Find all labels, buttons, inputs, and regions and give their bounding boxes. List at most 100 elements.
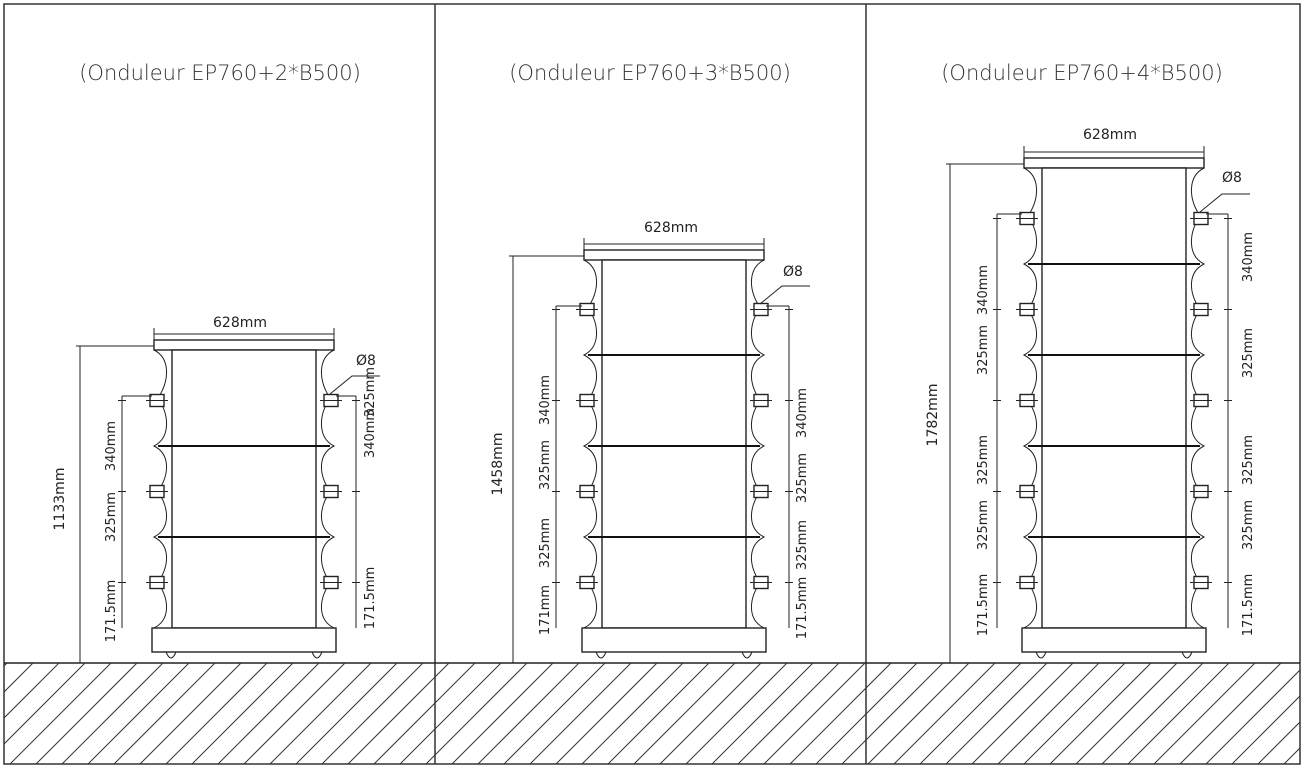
hatch-line (685, 663, 788, 764)
hatch-line (1127, 663, 1230, 764)
height-dimension-label: 1782mm (925, 384, 941, 447)
hatch-line (971, 663, 1074, 764)
width-dimension-label: 628mm (213, 315, 267, 331)
right-dimension-label: 340mm (795, 388, 810, 438)
stack-base (151, 627, 337, 653)
left-dimension-label: 325mm (104, 492, 119, 542)
panel-title: (Onduleur EP760+3*B500) (509, 61, 791, 85)
hatch-line (1231, 695, 1300, 764)
left-dimension-label: 325mm (976, 500, 991, 550)
right-dimension-label: 340mm (363, 408, 378, 458)
left-dimension-label: 325mm (976, 435, 991, 485)
right-dimension-label: 325mm (795, 520, 810, 570)
hatch-line (659, 663, 762, 764)
hatch-line (399, 663, 502, 764)
hatch-line (1153, 663, 1256, 764)
left-dimension-label: 340mm (538, 375, 553, 425)
hatch-line (4, 663, 86, 745)
hatch-line (477, 663, 580, 764)
hatch-line (555, 663, 658, 764)
height-dimension-label: 1133mm (52, 468, 68, 531)
ground-hatching (4, 663, 1300, 764)
hatch-line (737, 663, 840, 764)
hatch-line (789, 663, 892, 764)
left-dimension-label: 340mm (104, 421, 119, 471)
width-dimension-label: 628mm (1083, 127, 1137, 143)
right-dimension-label: 171.5mm (363, 567, 378, 630)
stack-body (601, 259, 747, 629)
panel-1-labels: 628mm 1133mm Ø8 340mm 325mm 171.5mm 325m… (52, 315, 378, 642)
left-dimension-label: 340mm (976, 265, 991, 315)
diagram-frame (3, 3, 1301, 765)
hatch-line (87, 663, 190, 764)
hatch-line (1179, 663, 1282, 764)
hatch-line (4, 663, 60, 719)
stack-base (581, 627, 767, 653)
bolt-diameter-label: Ø8 (1222, 170, 1242, 186)
bolt-leader-line (329, 375, 380, 395)
hatch-line (217, 663, 320, 764)
hatch-line (1257, 721, 1300, 764)
height-dimension-label: 1458mm (490, 433, 506, 496)
hatch-line (191, 663, 294, 764)
inverter-lid (1023, 157, 1205, 169)
hatch-line (35, 663, 138, 764)
hatch-line (607, 663, 710, 764)
right-dimension-label: 340mm (1241, 232, 1256, 282)
hatch-line (1075, 663, 1178, 764)
bolt-leader-line (759, 285, 810, 305)
battery-stack (946, 146, 1250, 663)
hatch-line (243, 663, 346, 764)
hatch-line (529, 663, 632, 764)
hatch-line (1049, 663, 1152, 764)
hatch-line (997, 663, 1100, 764)
hatch-line (61, 663, 164, 764)
stack-side-profile (751, 259, 766, 629)
right-dimension-label: 325mm (1241, 435, 1256, 485)
battery-stack (509, 238, 810, 663)
bolt-leader-line (1199, 193, 1250, 213)
hatch-line (269, 663, 372, 764)
inverter-lid (153, 339, 335, 351)
battery-stack (76, 328, 380, 663)
right-dimension-label: 325mm (1241, 500, 1256, 550)
hatch-line (815, 663, 918, 764)
hatch-line (1101, 663, 1204, 764)
stack-base (1021, 627, 1207, 653)
hatch-line (4, 663, 34, 693)
hatch-line (841, 663, 944, 764)
hatch-line (919, 663, 1022, 764)
left-dimension-label: 325mm (538, 440, 553, 490)
stack-feet (165, 651, 323, 659)
hatch-line (1023, 663, 1126, 764)
left-dimension-label: 171mm (538, 585, 553, 635)
right-dimension-label: 325mm (363, 367, 378, 417)
hatch-line (347, 663, 450, 764)
hatch-line (165, 663, 268, 764)
hatch-line (113, 663, 216, 764)
hatch-line (867, 663, 970, 764)
left-dimension-label: 325mm (976, 325, 991, 375)
hatch-line (1283, 747, 1300, 764)
width-dimension-label: 628mm (644, 220, 698, 236)
hatch-line (763, 663, 866, 764)
right-dimension-label: 171.5mm (1241, 574, 1256, 637)
hatch-line (711, 663, 814, 764)
stack-feet (1035, 651, 1193, 659)
left-dimension-label: 325mm (538, 518, 553, 568)
inverter-lid (583, 249, 765, 261)
hatch-line (321, 663, 424, 764)
right-dimension-label: 325mm (795, 453, 810, 503)
panel-2-labels: 628mm 1458mm Ø8 340mm 325mm 325mm 171mm … (490, 220, 810, 639)
right-dimension-label: 325mm (1241, 328, 1256, 378)
hatch-line (9, 663, 112, 764)
left-dimension-label: 171.5mm (104, 580, 119, 643)
hatch-line (295, 663, 398, 764)
hatch-line (373, 663, 476, 764)
hatch-line (139, 663, 242, 764)
stack-body (1041, 167, 1187, 629)
hatch-line (451, 663, 554, 764)
hatch-line (1205, 669, 1300, 764)
hatch-line (503, 663, 606, 764)
